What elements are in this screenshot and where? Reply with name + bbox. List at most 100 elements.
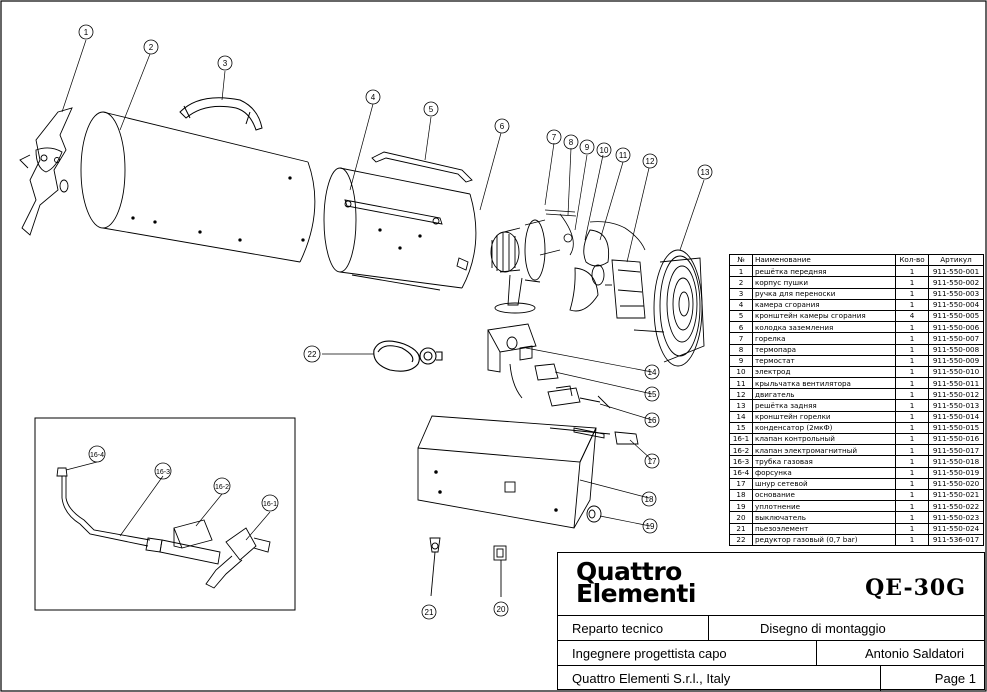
brand-logo: Quattro Elementi	[576, 559, 696, 606]
part-name: кронштейн горелки	[752, 410, 896, 423]
part-quantity: 1	[895, 511, 929, 524]
company-name: Quattro Elementi S.r.l., Italy	[572, 671, 731, 686]
callout-18: 18	[645, 495, 654, 504]
callout-1: 1	[84, 28, 89, 37]
part-number: 8	[729, 343, 753, 356]
part-quantity: 1	[895, 354, 929, 367]
part-name: трубка газовая	[752, 455, 896, 468]
header-number: №	[729, 253, 753, 267]
part-article: 911-550-018	[928, 455, 984, 468]
part-name: двигатель	[752, 388, 896, 401]
part-front-grille	[19, 107, 73, 236]
divider	[816, 641, 817, 666]
header-name: Наименование	[752, 253, 896, 267]
part-name: клапан электромагнитный	[752, 444, 896, 457]
callout-2: 2	[149, 43, 154, 52]
part-quantity: 1	[895, 533, 929, 546]
header-quantity: Кол-во	[895, 253, 929, 267]
callout-16-3: 16-3	[156, 469, 170, 476]
part-article: 911-550-020	[928, 477, 984, 490]
part-solenoid-valve	[159, 519, 221, 565]
part-number: 2	[729, 276, 753, 289]
part-gas-valve	[547, 385, 611, 409]
part-fan	[569, 229, 610, 312]
part-number: 17	[729, 477, 753, 490]
part-number: 19	[729, 500, 753, 513]
part-quantity: 1	[895, 276, 929, 289]
part-name: редуктор газовый (0,7 bar)	[752, 533, 896, 546]
part-number: 16-2	[729, 444, 753, 457]
callout-14: 14	[648, 368, 657, 377]
callout-12: 12	[646, 157, 655, 166]
part-quantity: 1	[895, 265, 929, 278]
header-article: Артикул	[928, 253, 984, 267]
parts-table-header: № Наименование Кол-во Артикул	[729, 253, 984, 267]
part-number: 12	[729, 388, 753, 401]
callout-circles	[78, 24, 713, 620]
part-seal	[586, 505, 602, 523]
detail-inset-frame	[34, 417, 296, 611]
part-article: 911-550-022	[928, 500, 984, 513]
title-row-department: Reparto tecnico Disegno di montaggio	[558, 615, 984, 641]
part-quantity: 1	[895, 410, 929, 423]
part-number: 11	[729, 377, 753, 390]
part-burner-bracket	[487, 323, 537, 373]
part-number: 13	[729, 399, 753, 412]
part-article: 911-550-014	[928, 410, 984, 423]
part-article: 911-550-005	[928, 309, 984, 323]
part-quantity: 1	[895, 365, 929, 379]
part-name: уплотнение	[752, 500, 896, 513]
part-heater-body	[80, 111, 316, 263]
part-gas-tube	[58, 475, 163, 553]
part-article: 911-550-023	[928, 511, 984, 524]
part-name: кронштейн камеры сгорания	[752, 309, 896, 323]
part-name: электрод	[752, 365, 896, 379]
part-article: 911-550-007	[928, 332, 984, 345]
part-piezo	[429, 537, 441, 597]
part-quantity: 1	[895, 388, 929, 401]
part-number: 20	[729, 511, 753, 524]
part-name: пьезоэлемент	[752, 522, 896, 535]
part-quantity: 1	[895, 399, 929, 412]
part-capacitor	[509, 363, 559, 399]
drawing-type: Disegno di montaggio	[760, 621, 886, 636]
part-handle	[179, 97, 263, 131]
department-label: Reparto tecnico	[572, 621, 664, 636]
part-quantity: 1	[895, 500, 929, 513]
part-article: 911-550-004	[928, 298, 984, 311]
part-number: 10	[729, 365, 753, 379]
callout-8: 8	[569, 138, 574, 147]
model-number: QE-30G	[865, 575, 966, 601]
callout-17: 17	[648, 457, 657, 466]
part-name: ручка для переноски	[752, 287, 896, 300]
part-quantity: 1	[895, 287, 929, 300]
part-name: крыльчатка вентилятора	[752, 377, 896, 390]
part-article: 911-550-013	[928, 399, 984, 412]
part-number: 7	[729, 332, 753, 345]
part-article: 911-550-010	[928, 365, 984, 379]
part-quantity: 1	[895, 321, 929, 334]
part-chamber-bracket	[371, 151, 473, 183]
part-name: форсунка	[752, 466, 896, 479]
callout-21: 21	[425, 608, 434, 617]
callout-16-4: 16-4	[90, 452, 104, 459]
part-quantity: 1	[895, 444, 929, 457]
part-rear-grille	[633, 249, 705, 367]
divider	[880, 666, 881, 691]
